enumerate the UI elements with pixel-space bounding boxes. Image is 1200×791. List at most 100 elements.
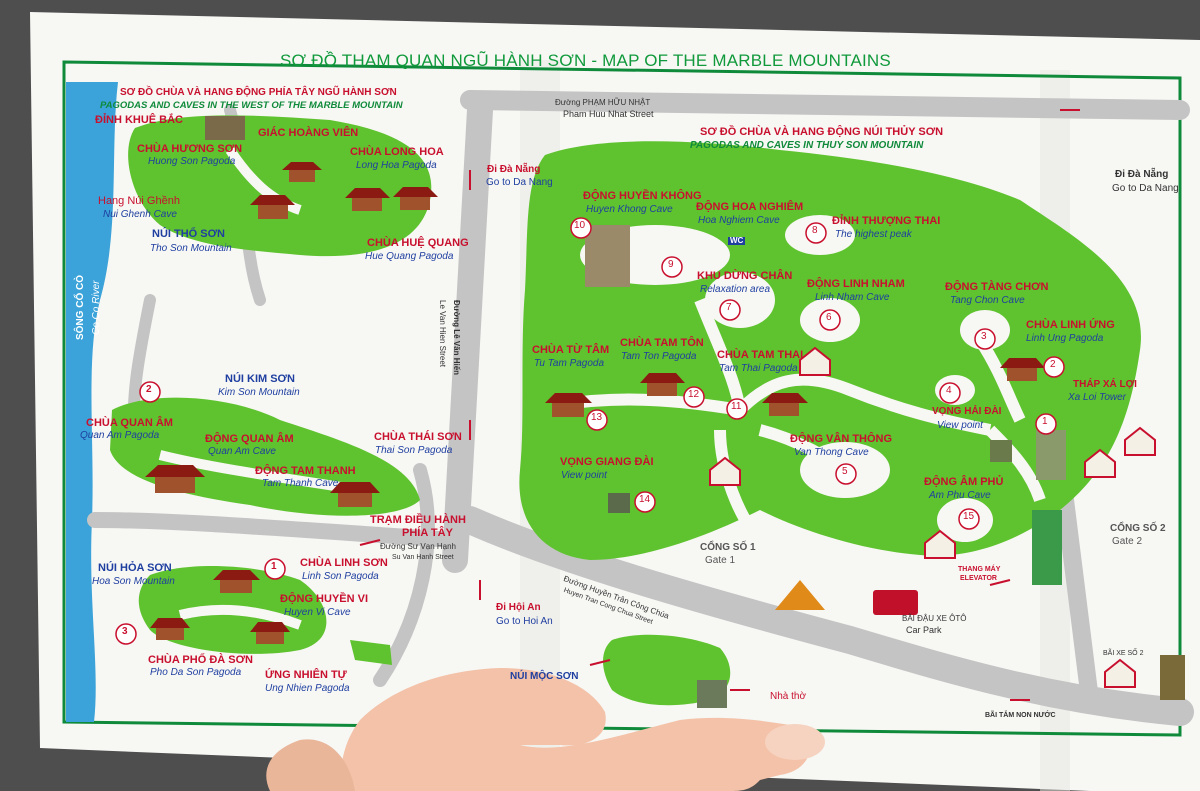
tower-photo — [1036, 430, 1066, 480]
logo-mountains — [775, 580, 825, 610]
site-number-14: 14 — [639, 494, 651, 505]
tram-label-1: TRẠM ĐIỀU HÀNH — [370, 514, 466, 526]
dung-chan-label-vn: KHU DỪNG CHÂN — [697, 270, 793, 282]
thuy-son-header-en: PAGODAS AND CAVES IN THUY SON MOUNTAIN — [690, 140, 924, 151]
tram-label-2: PHÍA TÂY — [402, 527, 453, 539]
tam-thai-label-vn: CHÙA TAM THAI — [717, 349, 804, 361]
tang-chon-label-en: Tang Chon Cave — [950, 295, 1025, 306]
linh-nham-label-en: Linh Nham Cave — [815, 292, 890, 303]
west-header-en: PAGODAS AND CAVES IN THE WEST OF THE MAR… — [100, 100, 403, 111]
gate1-label-vn: CỔNG SỐ 1 — [700, 542, 756, 553]
west-header-vn: SƠ ĐỒ CHÙA VÀ HANG ĐỘNG PHÍA TÂY NGŨ HÀN… — [120, 87, 397, 98]
giac-hoang-vien-label: GIÁC HOÀNG VIÊN — [258, 127, 359, 139]
hue-quang-label-vn: CHÙA HUỆ QUANG — [367, 237, 469, 249]
hue-quang-label-en: Hue Quang Pagoda — [365, 251, 454, 262]
gate2-photo — [1160, 655, 1185, 700]
pho-da-son-label-en: Pho Da Son Pagoda — [150, 667, 242, 678]
am-phu-label-en: Am Phu Cave — [929, 490, 991, 501]
site-number-2: 2 — [1050, 359, 1056, 370]
gate1-label-en: Gate 1 — [705, 555, 736, 566]
west-number-1: 1 — [271, 561, 277, 572]
quan-am-cave-label-en: Quan Am Cave — [208, 446, 276, 457]
map-title: SƠ ĐỒ THAM QUAN NGŨ HÀNH SƠN - MAP OF TH… — [280, 51, 891, 70]
site-number-12: 12 — [688, 389, 700, 400]
le-van-hien-road-vn: Đường Lê Văn Hiến — [452, 300, 461, 376]
ung-nhien-label-en: Ung Nhien Pagoda — [265, 683, 350, 694]
le-van-hien-road-en: Le Van Hien Street — [438, 300, 447, 368]
parking-2-label: BÃI XE SỐ 2 — [1103, 650, 1144, 657]
tam-ton-label-vn: CHÙA TAM TÔN — [620, 337, 704, 349]
tam-thai-label-en: Tam Thai Pagoda — [719, 363, 798, 374]
go-da-nang-vn: Đi Đà Nẵng — [487, 164, 541, 175]
dung-chan-label-en: Relaxation area — [700, 284, 771, 295]
elevator-tower — [1032, 510, 1062, 585]
nui-ghenh-label-vn: Hang Núi Ghềnh — [98, 195, 180, 207]
go-hoi-an-vn: Đi Hội An — [496, 602, 541, 613]
huyen-khong-photo — [585, 225, 630, 287]
go-hoi-an-en: Go to Hoi An — [496, 616, 553, 627]
wc-sign: WC — [728, 236, 746, 246]
site-number-1: 1 — [1042, 416, 1048, 427]
direction-arrows — [359, 109, 1080, 701]
hoa-nghiem-label-vn: ĐỘNG HOA NGHIÊM — [696, 201, 804, 213]
tho-son-label-en: Tho Son Mountain — [150, 243, 232, 254]
thuong-thai-label-vn: ĐỈNH THƯỢNG THAI — [832, 215, 941, 227]
go-da-nang-right-vn: Đi Đà Nẵng — [1115, 169, 1169, 180]
linh-ung-label-vn: CHÙA LINH ỨNG — [1026, 319, 1115, 331]
site-number-10: 10 — [574, 220, 586, 231]
elevator-label-en: ELEVATOR — [960, 575, 997, 582]
river-label-vn: SÔNG CỔ CÒ — [75, 274, 86, 340]
thumb — [765, 724, 825, 760]
quan-am-pagoda-label-vn: CHÙA QUAN ÂM — [86, 417, 173, 429]
church-label: Nhà thờ — [770, 691, 807, 702]
xa-loi-label-en: Xa Loi Tower — [1068, 392, 1126, 403]
tho-son-label-vn: NÚI THỔ SƠN — [152, 228, 225, 240]
site-number-5: 5 — [842, 466, 848, 477]
linh-son-label-en: Linh Son Pagoda — [302, 571, 379, 582]
quan-am-cave-label-vn: ĐỘNG QUAN ÂM — [205, 433, 294, 445]
linh-nham-label-vn: ĐỘNG LINH NHAM — [807, 278, 905, 290]
thai-son-label-en: Thai Son Pagoda — [375, 445, 453, 456]
vong-hai-label-vn: VỌNG HẢI ĐÀI — [932, 406, 1002, 417]
vong-giang-label-en: View point — [561, 470, 607, 481]
tu-tam-label-vn: CHÙA TỪ TÂM — [532, 344, 610, 356]
thai-son-label-vn: CHÙA THÁI SƠN — [374, 431, 462, 443]
go-da-nang-right-en: Go to Da Nang — [1112, 183, 1179, 194]
west-number-2: 2 — [146, 384, 152, 395]
car-park-label-en: Car Park — [906, 625, 942, 635]
tam-thanh-label-vn: ĐỘNG TAM THANH — [255, 465, 356, 477]
site-number-3: 3 — [981, 331, 987, 342]
am-phu-label-vn: ĐỘNG ÂM PHỦ — [924, 476, 1004, 488]
khue-bac-photo — [205, 116, 245, 140]
roads — [87, 90, 1194, 726]
van-thong-label-en: Van Thong Cave — [794, 447, 869, 458]
huong-son-label-en: Huong Son Pagoda — [148, 156, 236, 167]
number-circles — [115, 217, 1065, 645]
vong-hai-photo — [990, 440, 1012, 462]
huyen-khong-label-vn: ĐỘNG HUYỀN KHÔNG — [583, 190, 702, 202]
river-label-en: Co Co River — [91, 280, 102, 335]
su-van-hanh-road-en: Su Van Hanh Street — [392, 554, 454, 561]
hoa-son-label-vn: NÚI HỎA SƠN — [98, 562, 172, 574]
tang-chon-label-vn: ĐỘNG TÀNG CHƠN — [945, 281, 1049, 293]
gate2-label-en: Gate 2 — [1112, 536, 1143, 547]
site-number-6: 6 — [826, 312, 832, 323]
pham-huu-nhat-road-en: Pham Huu Nhat Street — [563, 109, 654, 119]
tam-thanh-label-en: Tam Thanh Cave — [262, 478, 339, 489]
thuy-son-header-vn: SƠ ĐỒ CHÙA VÀ HANG ĐỘNG NÚI THỦY SƠN — [700, 126, 944, 138]
pagoda-icons — [145, 162, 1045, 644]
linh-son-label-vn: CHÙA LINH SƠN — [300, 557, 388, 569]
house-icons — [709, 346, 1156, 688]
hoa-son-label-en: Hoa Son Mountain — [92, 576, 175, 587]
pham-huu-nhat-road-vn: Đường PHẠM HỮU NHẬT — [555, 98, 651, 107]
long-hoa-label-vn: CHÙA LONG HOA — [350, 146, 444, 158]
kim-son-label-vn: NÚI KIM SƠN — [225, 373, 295, 385]
van-thong-label-vn: ĐỘNG VÂN THÔNG — [790, 433, 893, 445]
tam-ton-label-en: Tam Ton Pagoda — [621, 351, 697, 362]
church-photo — [697, 680, 727, 708]
site-number-9: 9 — [668, 259, 674, 270]
site-number-15: 15 — [963, 511, 975, 522]
go-da-nang-en: Go to Da Nang — [486, 177, 553, 188]
huyen-vi-label-vn: ĐỘNG HUYỀN VI — [280, 593, 369, 605]
